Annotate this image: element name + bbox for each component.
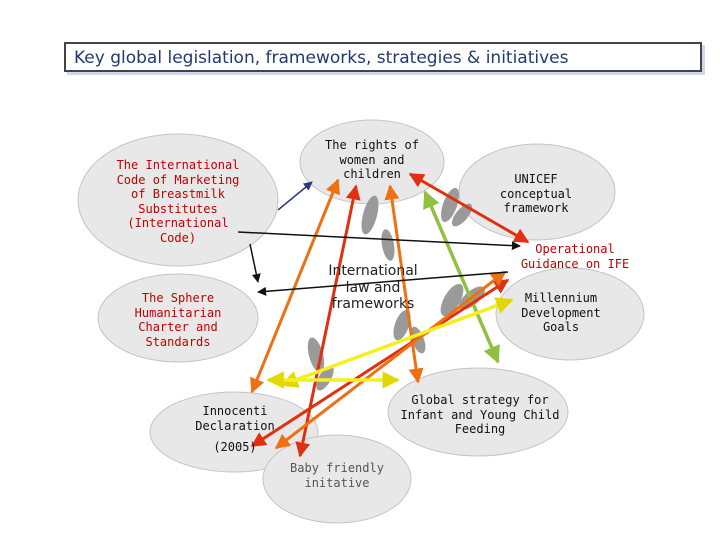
title-box: Key global legislation, frameworks, stra… [64,42,702,72]
arrow-black [249,243,261,283]
connector-arrows [237,172,530,458]
arrow-black [257,271,509,296]
leaf-shape [361,195,379,235]
node-operational-label: Operational Guidance on IFE [520,242,630,271]
diagram-title: Key global legislation, frameworks, stra… [74,48,569,68]
node-global-strategy-label: Global strategy for Infant and Young Chi… [400,393,560,436]
arrow-yellow [280,297,514,388]
arrow-red [295,184,361,458]
node-rights-label: The rights of women and children [325,138,419,181]
node-sphere-label: The Sphere Humanitarian Charter and Stan… [134,291,222,349]
node-international-law-label: International law and frameworks [328,263,418,312]
node-unicef-label: UNICEF conceptual framework [499,172,573,215]
arrow-black [237,231,521,251]
node-mdg-label: Millennium Development Goals [521,291,601,334]
leaf-shape [381,229,395,261]
node-code-label: The International Code of Marketing of B… [116,158,240,245]
node-baby-friendly-label: Baby friendly initative [290,461,384,490]
node-innocenti-label: Innocenti Declaration [195,404,275,433]
node-innocenti-year-label: (2005) [213,440,257,454]
arrow-navy [277,181,313,211]
